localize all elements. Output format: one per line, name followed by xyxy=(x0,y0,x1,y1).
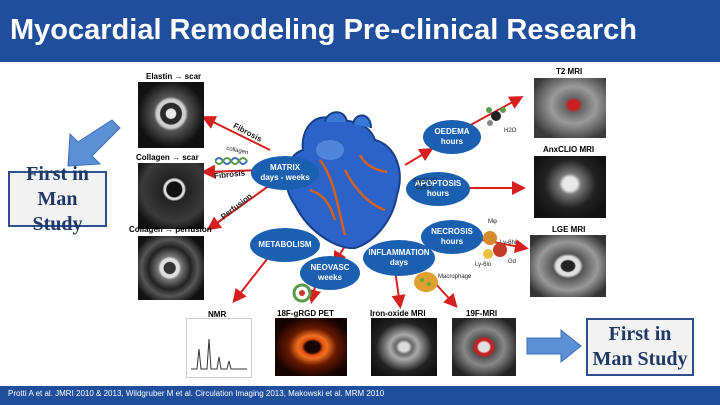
label-lge-mri: LGE MRI xyxy=(552,225,586,234)
macrophage-icon xyxy=(414,272,438,292)
necrosis-line1: NECROSIS xyxy=(431,227,473,236)
label-t2-mri: T2 MRI xyxy=(556,67,583,76)
t2-mri-image xyxy=(534,78,606,138)
label-collagen-perfusion: Collagen → perfusion xyxy=(129,225,212,234)
footer-bar: Protti A et al. JMRI 2010 & 2013, Wildgr… xyxy=(0,386,720,405)
label-anxclio-mri: AnxCLIO MRI xyxy=(543,145,595,154)
elastin-scan-image xyxy=(138,82,204,148)
metabolism-line1: METABOLISM xyxy=(258,240,312,249)
mphi-label: Mφ xyxy=(488,219,497,225)
heart-illustration xyxy=(285,111,401,250)
cy55-small-label: Cy5.5 xyxy=(416,185,432,191)
apoptosis-line1: APOPTOSIS xyxy=(414,179,462,188)
anxclio-small-label: AnxCLIO xyxy=(413,178,438,184)
oedema-line2: hours xyxy=(440,137,464,146)
apoptosis-line2: hours xyxy=(426,189,450,198)
neovasc-line2: weeks xyxy=(317,273,343,282)
oedema-line1: OEDEMA xyxy=(434,127,470,136)
apoptosis-bubble: APOPTOSIS hours xyxy=(406,172,470,206)
fim-left-line1: First in xyxy=(26,162,89,185)
title-bar: Myocardial Remodeling Pre-clinical Resea… xyxy=(0,0,720,62)
h2o-label: H2O xyxy=(504,128,517,134)
fim-right-line2: Man Study xyxy=(592,348,688,370)
matrix-line1: MATRIX xyxy=(269,163,301,172)
slide-title: Myocardial Remodeling Pre-clinical Resea… xyxy=(10,14,637,46)
blue-arrow-right-icon xyxy=(526,328,582,364)
footer-references: Protti A et al. JMRI 2010 & 2013, Wildgr… xyxy=(8,389,385,398)
lge-mri-image xyxy=(530,235,606,297)
neovasc-line1: NEOVASC xyxy=(310,263,350,272)
rgd-tracer-icon xyxy=(292,283,312,303)
first-in-man-box-left: First in Man Study xyxy=(8,163,107,235)
first-in-man-box-right: First in Man Study xyxy=(586,318,694,376)
necrosis-line2: hours xyxy=(440,237,464,246)
collagen-scar-scan-image xyxy=(138,163,204,229)
matrix-bubble: MATRIX days - weeks xyxy=(251,156,319,190)
anxclio-mri-image xyxy=(534,156,606,218)
nmr-spectrum-plot xyxy=(191,338,247,370)
matrix-line2: days - weeks xyxy=(260,173,310,182)
blue-arrow-left-icon xyxy=(67,119,121,167)
macrophage-cells-icon xyxy=(483,231,507,259)
ly6lo-label: Ly-6lo xyxy=(475,262,492,268)
iron-oxide-mri-image xyxy=(371,318,437,376)
inflammation-bubble: INFLAMMATION days xyxy=(363,240,435,276)
label-iron-oxide-mri: Iron-oxide MRI xyxy=(370,309,426,318)
collagen-fiber-icon xyxy=(215,157,248,165)
nmr-spectrum-image xyxy=(186,318,252,378)
inflammation-line1: INFLAMMATION xyxy=(368,248,430,257)
macrophage-label: Macrophage xyxy=(438,274,472,280)
fim-left-line2: Man Study xyxy=(32,187,83,235)
metabolism-bubble: METABOLISM xyxy=(250,228,320,262)
fim-right-line1: First in xyxy=(608,323,672,345)
rgd-pet-image xyxy=(275,318,347,376)
label-collagen-scar: Collagen → scar xyxy=(136,153,199,162)
inflammation-line2: days xyxy=(389,258,409,267)
necrosis-bubble: NECROSIS hours xyxy=(421,220,483,254)
label-nmr: NMR xyxy=(208,310,227,319)
19f-mri-image xyxy=(452,318,516,376)
water-molecule-icon xyxy=(486,107,506,126)
ly6hi-label: Ly-6hi xyxy=(500,240,517,246)
label-19f-mri: 19F-MRI xyxy=(466,309,498,318)
label-rgd-pet: 18F-gRGD PET xyxy=(277,309,334,318)
gd-label: Gd xyxy=(508,259,517,265)
neovasc-bubble: NEOVASC weeks xyxy=(300,256,360,290)
oedema-bubble: OEDEMA hours xyxy=(423,120,481,154)
collagen-perfusion-scan-image xyxy=(138,236,204,300)
label-elastin: Elastin → scar xyxy=(146,72,202,81)
